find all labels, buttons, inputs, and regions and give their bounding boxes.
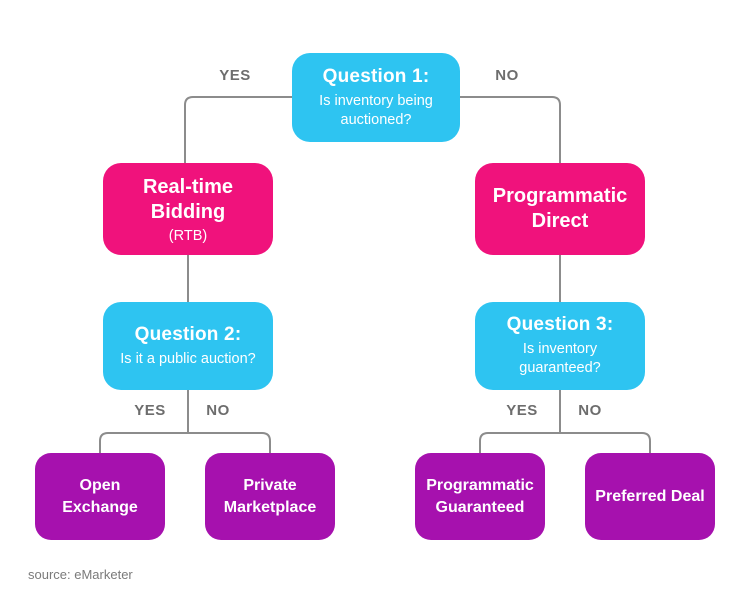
question-3-title: Question 3: (506, 314, 614, 336)
node-question-3: Question 3: Is inventory guaranteed? (475, 302, 645, 390)
node-question-1: Question 1: Is inventory being auctioned… (292, 53, 460, 142)
rtb-subtitle: (RTB) (168, 227, 208, 244)
node-programmatic-guaranteed: Programmatic Guaranteed (415, 453, 545, 540)
question-3-subtitle: Is inventory guaranteed? (519, 341, 601, 376)
open-exchange-label: Open Exchange (62, 476, 138, 516)
rtb-title: Real-time Bidding (142, 175, 234, 223)
question-2-subtitle: Is it a public auction? (120, 350, 256, 367)
question-1-title: Question 1: (322, 65, 430, 87)
question-2-title: Question 2: (134, 323, 242, 345)
source-attribution: source: eMarketer (28, 567, 133, 582)
private-marketplace-label: Private Marketplace (223, 476, 317, 516)
edge-label-q2-no: NO (206, 402, 230, 419)
question-1-subtitle: Is inventory being auctioned? (319, 92, 433, 128)
node-question-2: Question 2: Is it a public auction? (103, 302, 273, 390)
node-real-time-bidding: Real-time Bidding (RTB) (103, 163, 273, 255)
node-programmatic-direct: Programmatic Direct (475, 163, 645, 255)
node-open-exchange: Open Exchange (35, 453, 165, 540)
edge-label-q3-no: NO (578, 402, 602, 419)
connector-q1-yes-to-rtb (184, 96, 292, 163)
connector-q2-split (99, 432, 271, 453)
connector-q1-no-to-programmatic-direct (460, 96, 561, 163)
preferred-deal-label: Preferred Deal (595, 487, 705, 505)
edge-label-q1-no: NO (495, 67, 519, 84)
edge-label-q2-yes: YES (134, 402, 166, 419)
programmatic-direct-title: Programmatic Direct (492, 185, 628, 232)
edge-label-q3-yes: YES (506, 402, 538, 419)
connector-q3-split (479, 432, 651, 453)
node-private-marketplace: Private Marketplace (205, 453, 335, 540)
node-preferred-deal: Preferred Deal (585, 453, 715, 540)
edge-label-q1-yes: YES (219, 67, 251, 84)
programmatic-guaranteed-label: Programmatic Guaranteed (426, 476, 534, 516)
